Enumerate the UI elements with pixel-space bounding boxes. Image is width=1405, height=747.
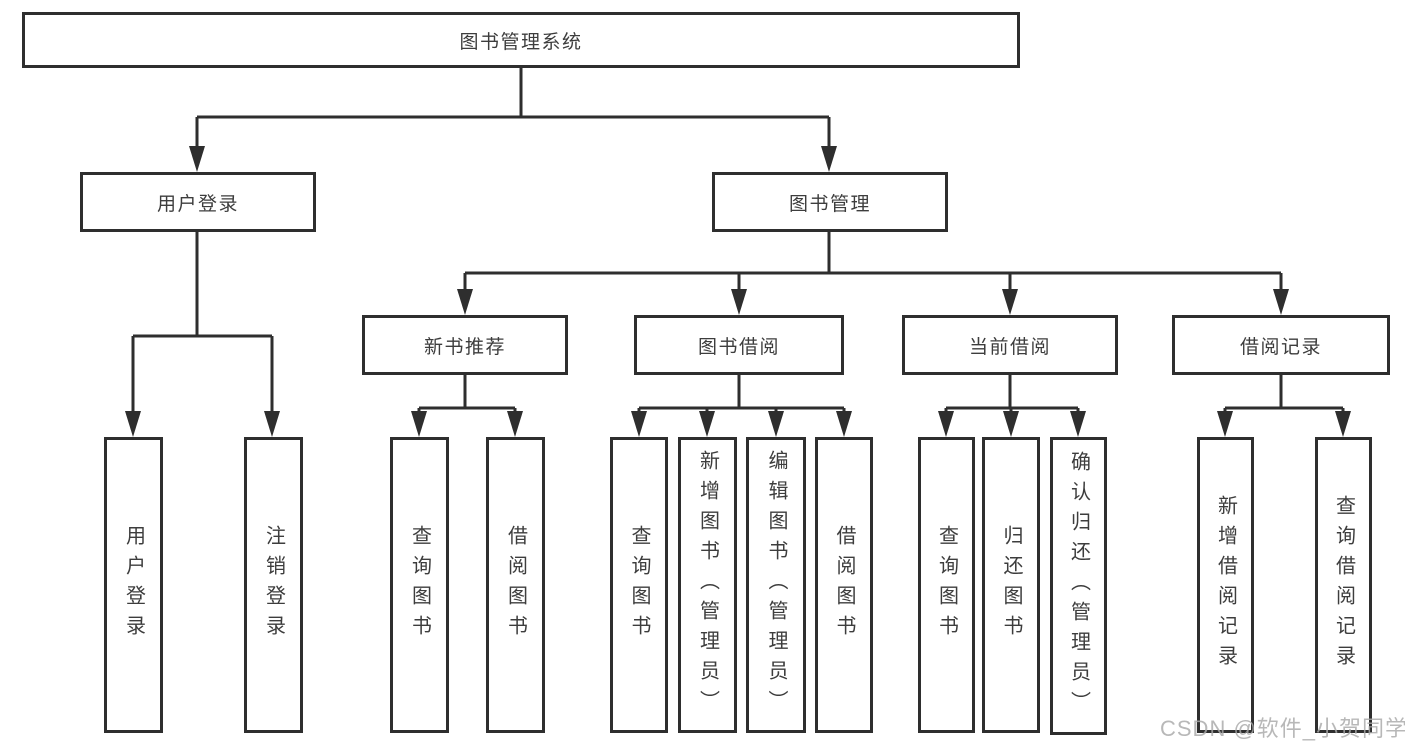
arrowhead: [1217, 411, 1233, 437]
leaf-return-books: 归还图书: [982, 437, 1040, 733]
node-book-borrow: 图书借阅: [634, 315, 844, 375]
arrowhead: [1273, 289, 1289, 315]
leaf-recommend-borrow-books: 借阅图书: [486, 437, 545, 733]
node-current-borrow-label: 当前借阅: [968, 336, 1051, 358]
leaf-logout: 注销登录: [244, 437, 303, 733]
arrowhead: [938, 411, 954, 437]
arrowhead: [1070, 411, 1086, 437]
leaf-return-books-label: 归还图书: [1000, 525, 1022, 645]
arrowhead: [125, 411, 141, 437]
arrowhead: [631, 411, 647, 437]
leaf-current-query-books: 查询图书: [918, 437, 975, 733]
leaf-confirm-return-admin-label: 确认归还（管理员）: [1067, 451, 1090, 721]
leaf-borrow-books-label: 借阅图书: [833, 525, 855, 645]
leaf-recommend-query-books: 查询图书: [390, 437, 449, 733]
leaf-add-books-admin-label: 新增图书（管理员）: [696, 450, 719, 720]
leaf-query-borrow-record: 查询借阅记录: [1315, 437, 1372, 733]
leaf-edit-books-admin-label: 编辑图书（管理员）: [765, 450, 787, 720]
leaf-confirm-return-admin: 确认归还（管理员）: [1050, 437, 1107, 735]
leaf-logout-label: 注销登录: [262, 525, 285, 645]
arrowheads: [125, 146, 1351, 437]
leaf-recommend-query-books-label: 查询图书: [408, 525, 431, 645]
arrowhead: [1002, 289, 1018, 315]
node-user-login: 用户登录: [80, 172, 316, 232]
arrowhead: [836, 411, 852, 437]
arrowhead: [699, 411, 715, 437]
arrowhead: [507, 411, 523, 437]
leaf-add-borrow-record: 新增借阅记录: [1197, 437, 1254, 733]
arrowhead: [1335, 411, 1351, 437]
leaf-current-query-books-label: 查询图书: [935, 525, 958, 645]
node-root: 图书管理系统: [22, 12, 1020, 68]
node-book-management-label: 图书管理: [788, 193, 871, 215]
leaf-recommend-borrow-books-label: 借阅图书: [504, 525, 527, 645]
node-new-book-recommend-label: 新书推荐: [423, 336, 506, 358]
node-root-label: 图书管理系统: [459, 31, 583, 53]
leaf-borrow-books: 借阅图书: [815, 437, 873, 733]
leaf-add-books-admin: 新增图书（管理员）: [678, 437, 737, 733]
arrowhead: [457, 289, 473, 315]
arrowhead: [189, 146, 205, 172]
arrowhead: [768, 411, 784, 437]
leaf-user-login-label: 用户登录: [122, 525, 145, 645]
node-borrow-records-label: 借阅记录: [1239, 336, 1322, 358]
node-book-management: 图书管理: [712, 172, 948, 232]
node-user-login-label: 用户登录: [156, 193, 239, 215]
leaf-user-login: 用户登录: [104, 437, 163, 733]
node-book-borrow-label: 图书借阅: [697, 336, 780, 358]
leaf-edit-books-admin: 编辑图书（管理员）: [746, 437, 806, 733]
arrowhead: [411, 411, 427, 437]
leaf-add-borrow-record-label: 新增借阅记录: [1214, 495, 1237, 675]
arrowhead: [1003, 411, 1019, 437]
arrowhead: [264, 411, 280, 437]
leaf-query-borrow-record-label: 查询借阅记录: [1332, 495, 1355, 675]
node-current-borrow: 当前借阅: [902, 315, 1118, 375]
watermark: CSDN @软件_小贺同学: [1160, 716, 1405, 741]
arrowhead: [821, 146, 837, 172]
leaf-borrow-query-books-label: 查询图书: [628, 525, 650, 645]
node-borrow-records: 借阅记录: [1172, 315, 1390, 375]
arrowhead: [731, 289, 747, 315]
node-new-book-recommend: 新书推荐: [362, 315, 568, 375]
leaf-borrow-query-books: 查询图书: [610, 437, 668, 733]
